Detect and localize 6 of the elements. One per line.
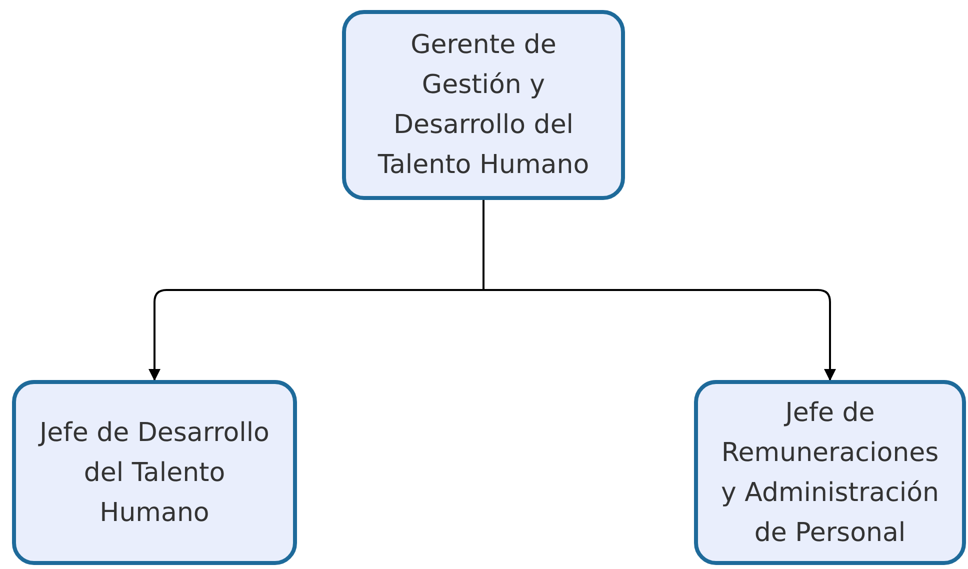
position-title: Gerente de Gestión y Desarrollo del Talento Humano — [376, 29, 590, 182]
position-title: Jefe de Desarrollo del Talento Humano — [37, 416, 270, 530]
position-box — [12, 380, 297, 565]
position-box — [342, 10, 625, 200]
position-box — [694, 380, 966, 565]
position-title: Jefe de Remuneraciones y Administración de Personal — [720, 396, 940, 550]
